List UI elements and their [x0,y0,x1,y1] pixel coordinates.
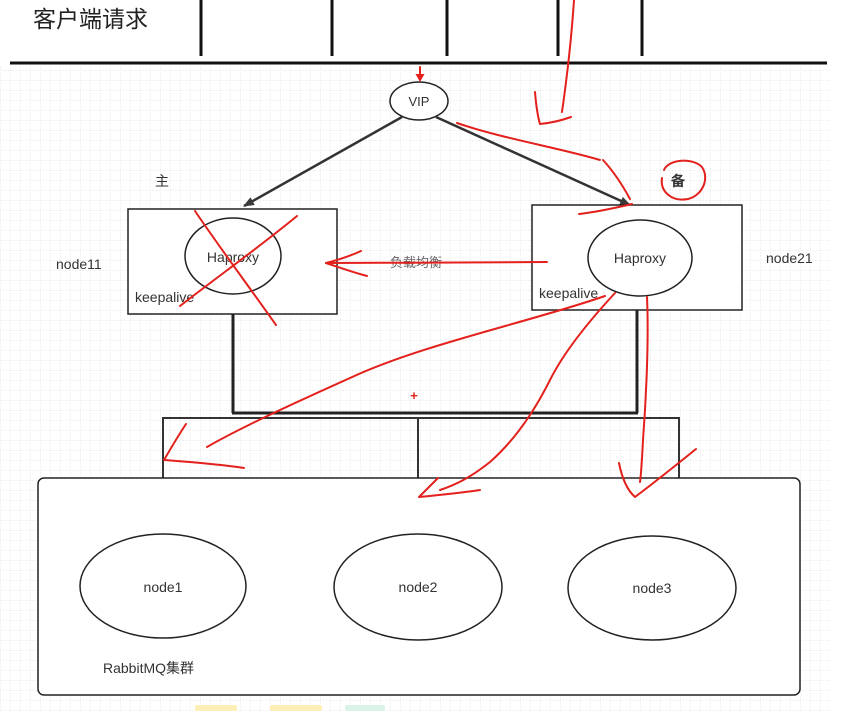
red-backup-circle [660,159,707,201]
red-plus-mark: + [410,388,418,403]
red-backup-to-node2-arrow [418,292,616,498]
primary-haproxy-ellipse [184,217,282,295]
red-cross-mark [179,210,298,326]
node1-ellipse [79,533,247,639]
red-annotations: + [163,0,707,498]
backup-node: Haproxy keepalive [531,204,743,311]
red-top-arrow [534,0,575,125]
cluster-label: RabbitMQ集群 [103,660,194,676]
node1-label: node1 [144,579,183,595]
backup-haproxy-label: Haproxy [614,250,666,266]
bottom-strip [345,705,385,711]
red-backup-to-node1-arrow [163,295,606,469]
cluster-connectors [158,310,684,539]
backup-host-label: node21 [766,250,813,266]
bottom-color-strips [195,705,385,711]
red-vip-pointer-arrow [415,66,425,82]
backup-keepalive-label: keepalive [539,285,598,301]
primary-host-label: node11 [56,256,102,272]
page-title: 客户端请求 [33,7,148,33]
primary-role-label: 主 [155,174,169,190]
primary-node: Haproxy keepalive [127,208,338,315]
node2-label: node2 [399,579,438,595]
red-load-balance-arrow [325,250,548,277]
rabbitmq-cluster: node1 node2 node3 RabbitMQ集群 [37,477,801,696]
red-backup-to-node3-arrow [618,296,697,498]
vip-to-primary-arrow [243,115,403,208]
primary-haproxy-label: Haproxy [207,249,259,265]
node3-ellipse [567,535,737,641]
primary-keepalive-label: keepalive [135,289,194,305]
vip-node: VIP [389,81,449,121]
header: 客户端请求 [10,0,827,65]
node2-ellipse [333,533,503,641]
backup-role-label: 备 [670,173,686,190]
vip-label: VIP [409,94,430,109]
vip-to-backup-arrow [435,115,632,207]
backup-haproxy-ellipse [587,219,693,297]
node3-label: node3 [633,580,672,596]
vip-ellipse [389,81,449,121]
bottom-strip [270,705,322,711]
red-vip-to-backup-arrow [456,122,633,215]
bottom-strip [195,705,237,711]
